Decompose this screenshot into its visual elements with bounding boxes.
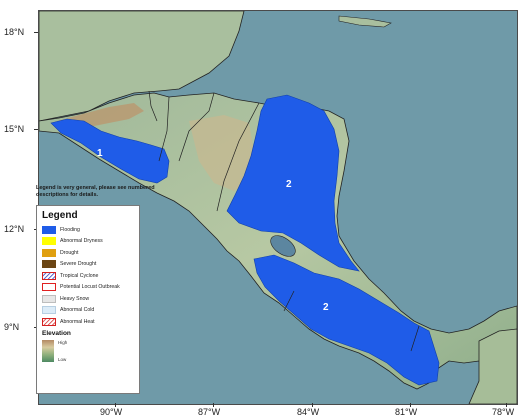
legend-label: Flooding xyxy=(60,226,80,233)
lon-label-90w: 90°W xyxy=(100,407,123,417)
flooding-swatch xyxy=(42,225,56,234)
lat-label-15n: 15°N xyxy=(4,124,25,134)
elevation-high-label: High xyxy=(58,339,68,345)
legend-item-heavy-snow: Heavy Snow xyxy=(42,293,134,305)
lon-label-78w: 78°W xyxy=(492,407,515,417)
elevation-gradient xyxy=(42,339,54,362)
flood-zone-1 xyxy=(50,118,170,184)
legend-label: Heavy Snow xyxy=(60,295,90,302)
legend-item-flooding: Flooding xyxy=(42,224,134,236)
legend-label: Tropical Cyclone xyxy=(60,272,99,279)
legend-item-abnormal-heat: Abnormal Heat xyxy=(42,316,134,328)
heavy-snow-swatch xyxy=(42,294,56,303)
lon-tick xyxy=(115,403,116,407)
zone-label-1: 1 xyxy=(97,148,103,159)
elevation-title: Elevation xyxy=(42,329,71,337)
legend-item-tropical-cyclone: Tropical Cyclone xyxy=(42,270,134,282)
lon-label-84w: 84°W xyxy=(297,407,320,417)
lon-tick xyxy=(213,403,214,407)
tropical-cyclone-swatch xyxy=(42,271,56,280)
lon-tick xyxy=(506,403,507,407)
legend-label: Potential Locust Outbreak xyxy=(60,284,120,291)
severe-drought-swatch xyxy=(42,260,56,269)
lat-label-9n: 9°N xyxy=(4,322,20,332)
legend-label: Abnormal Cold xyxy=(60,307,95,314)
zone-label-2b: 2 xyxy=(323,302,329,313)
flood-zone-2a xyxy=(226,94,360,272)
lat-label-18n: 18°N xyxy=(4,27,25,37)
lat-label-12n: 12°N xyxy=(4,224,25,234)
drought-swatch xyxy=(42,248,56,257)
elevation-scale: High Low xyxy=(42,339,134,362)
legend-item-locust: Potential Locust Outbreak xyxy=(42,282,134,294)
lat-tick xyxy=(34,32,38,33)
legend-title: Legend xyxy=(42,210,78,221)
legend-label: Drought xyxy=(60,249,79,256)
lon-tick xyxy=(410,403,411,407)
legend-item-abnormal-cold: Abnormal Cold xyxy=(42,305,134,317)
abnormal-cold-swatch xyxy=(42,306,56,315)
flood-zone-2b xyxy=(253,254,440,386)
country-borders xyxy=(148,90,420,352)
elevation-low-label: Low xyxy=(58,356,67,362)
lake-nicaragua xyxy=(270,235,296,257)
lat-tick xyxy=(34,129,38,130)
honduras-relief xyxy=(189,115,254,191)
lon-label-87w: 87°W xyxy=(198,407,221,417)
lon-label-81w: 81°W xyxy=(395,407,418,417)
locust-swatch xyxy=(42,283,56,292)
legend-item-drought: Drought xyxy=(42,247,134,259)
abnormal-heat-swatch xyxy=(42,317,56,326)
zone-label-2a: 2 xyxy=(286,179,292,190)
legend-item-severe-drought: Severe Drought xyxy=(42,259,134,271)
legend-note: Legend is very general, please see numbe… xyxy=(36,185,155,198)
map-legend: Legend Flooding Abnormal Dryness Drought… xyxy=(36,205,140,394)
legend-label: Abnormal Heat xyxy=(60,318,95,325)
abnormal-dryness-swatch xyxy=(42,237,56,246)
legend-label: Abnormal Dryness xyxy=(60,238,103,245)
lon-tick xyxy=(312,403,313,407)
land-island xyxy=(338,15,392,28)
legend-label: Severe Drought xyxy=(60,261,97,268)
legend-item-abnormal-dryness: Abnormal Dryness xyxy=(42,236,134,248)
land-colombia xyxy=(468,328,517,404)
